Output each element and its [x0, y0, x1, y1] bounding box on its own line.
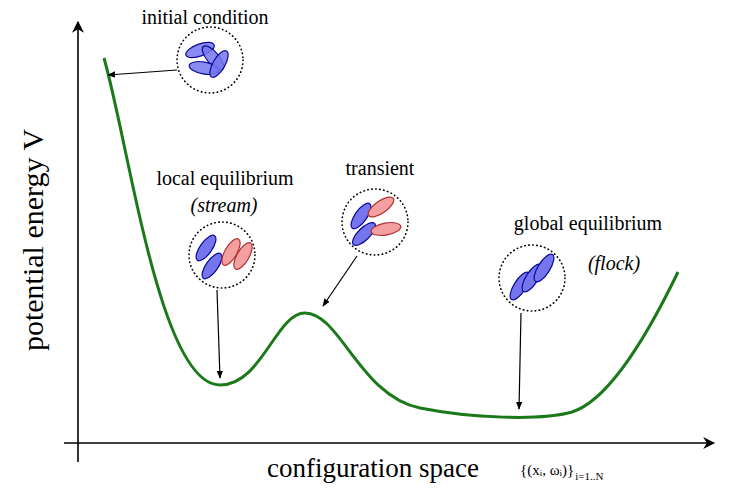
glyph-caption: (flock)	[588, 253, 640, 273]
glyph-caption: global equilibrium	[514, 213, 662, 233]
y-axis	[77, 22, 79, 462]
transient-glyph	[342, 189, 408, 255]
leader-line	[323, 256, 357, 306]
leader-line	[108, 70, 177, 75]
glyph-caption: initial condition	[141, 7, 268, 27]
glyph-caption: local equilibrium	[156, 168, 293, 188]
potential-curve	[104, 58, 678, 417]
glyph-caption: (stream)	[190, 195, 257, 215]
stream-glyph	[189, 222, 256, 288]
axis-title: configuration space	[267, 455, 479, 482]
axis-title: potential energy V	[18, 129, 48, 351]
x-axis	[64, 442, 714, 444]
leader-line	[217, 290, 220, 378]
leader-line	[519, 313, 521, 409]
axis-formula-subscript: i=1..N	[575, 471, 603, 482]
flock-glyph	[499, 245, 565, 311]
initial-condition-glyph	[177, 27, 243, 93]
axis-formula: {(xᵢ, ωᵢ)}	[520, 463, 574, 478]
glyph-caption: transient	[346, 158, 415, 178]
